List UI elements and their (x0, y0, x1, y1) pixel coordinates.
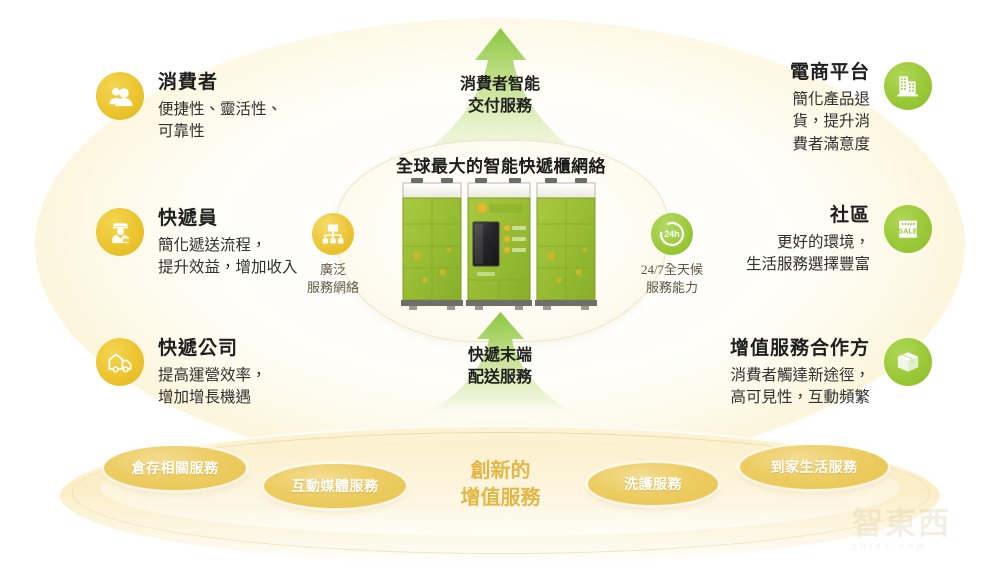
stakeholder-desc: 簡化產品退 貨，提升消 費者滿意度 (792, 90, 870, 153)
service-pill-home-life[interactable]: 到家生活服務 (740, 445, 888, 489)
svg-text:24h: 24h (664, 229, 680, 239)
top-arrow-caption: 消費者智能 交付服務 (459, 76, 540, 115)
bottom-dish-outline (72, 432, 930, 554)
center-badge-network: 廣泛 服務網絡 (295, 213, 371, 296)
stakeholder-card-value-added-partner: 增值服務合作方 消費者觸達新途徑， 高可見性，互動頻繁 (655, 338, 932, 410)
center-badge-24h-caption: 24/7全天候 服務能力 (640, 262, 704, 295)
upward-arrow-bottom (408, 312, 593, 424)
service-pill-interactive-media[interactable]: 互動媒體服務 (264, 464, 406, 508)
courier-person-icon (96, 208, 144, 256)
smart-locker-illustration (397, 176, 603, 312)
stakeholder-desc: 提高運營效率， 增加增長機遇 (158, 366, 267, 407)
hero-title: 全球最大的智能快遞櫃網絡 (396, 157, 606, 176)
stakeholder-desc: 消費者觸達新途徑， 高可見性，互動頻繁 (730, 366, 870, 407)
watermark-text: 智東西 (852, 506, 951, 541)
stakeholder-desc: 便捷性、靈活性、 可靠性 (158, 100, 283, 141)
stakeholder-card-courier: 快遞員 簡化遞送流程， 提升效益，增加收入 (96, 208, 351, 280)
bottom-center-label: 創新的 增值服務 (460, 460, 541, 509)
users-icon (96, 72, 144, 120)
stakeholder-card-ecommerce-platform: 電商平台 簡化產品退 貨，提升消 費者滿意度 (700, 62, 932, 156)
stakeholder-title: 快遞公司 (158, 338, 239, 359)
bottom-arrow-caption: 快遞末端 配送服務 (467, 347, 532, 386)
stakeholder-desc: 更好的環境， 生活服務選擇豐富 (745, 233, 870, 274)
stakeholder-title: 社區 (829, 205, 870, 226)
center-badge-24h: 24h 24/7全天候 服務能力 (628, 213, 716, 296)
service-pill-storage[interactable]: 倉存相關服務 (104, 446, 246, 490)
stakeholder-title: 增值服務合作方 (729, 338, 870, 359)
watermark-sub: zhidx.com (852, 541, 929, 551)
center-badge-network-caption: 廣泛 服務網絡 (306, 262, 359, 295)
stakeholder-title: 消費者 (158, 72, 219, 93)
stakeholder-title: 快遞員 (158, 208, 219, 229)
service-pill-laundry[interactable]: 洗護服務 (588, 463, 718, 505)
sale-shop-icon: SALE (884, 205, 932, 253)
buildings-icon (884, 62, 932, 110)
upward-arrow-top (398, 28, 603, 173)
stakeholder-desc: 簡化遞送流程， 提升效益，增加收入 (158, 236, 298, 277)
package-box-icon (884, 338, 932, 386)
stakeholder-card-community: SALE 社區 更好的環境， 生活服務選擇豐富 (690, 205, 932, 277)
stakeholder-card-consumer: 消費者 便捷性、靈活性、 可靠性 (96, 72, 346, 144)
svg-text:SALE: SALE (898, 226, 918, 235)
delivery-truck-icon (96, 338, 144, 386)
network-icon (312, 213, 354, 255)
24h-clock-icon: 24h (651, 213, 693, 255)
stakeholder-title: 電商平台 (789, 62, 870, 83)
watermark-logo: 智東西 zhidx.com (852, 508, 992, 560)
stakeholder-card-express-company: 快遞公司 提高運營效率， 增加增長機遇 (96, 338, 351, 410)
